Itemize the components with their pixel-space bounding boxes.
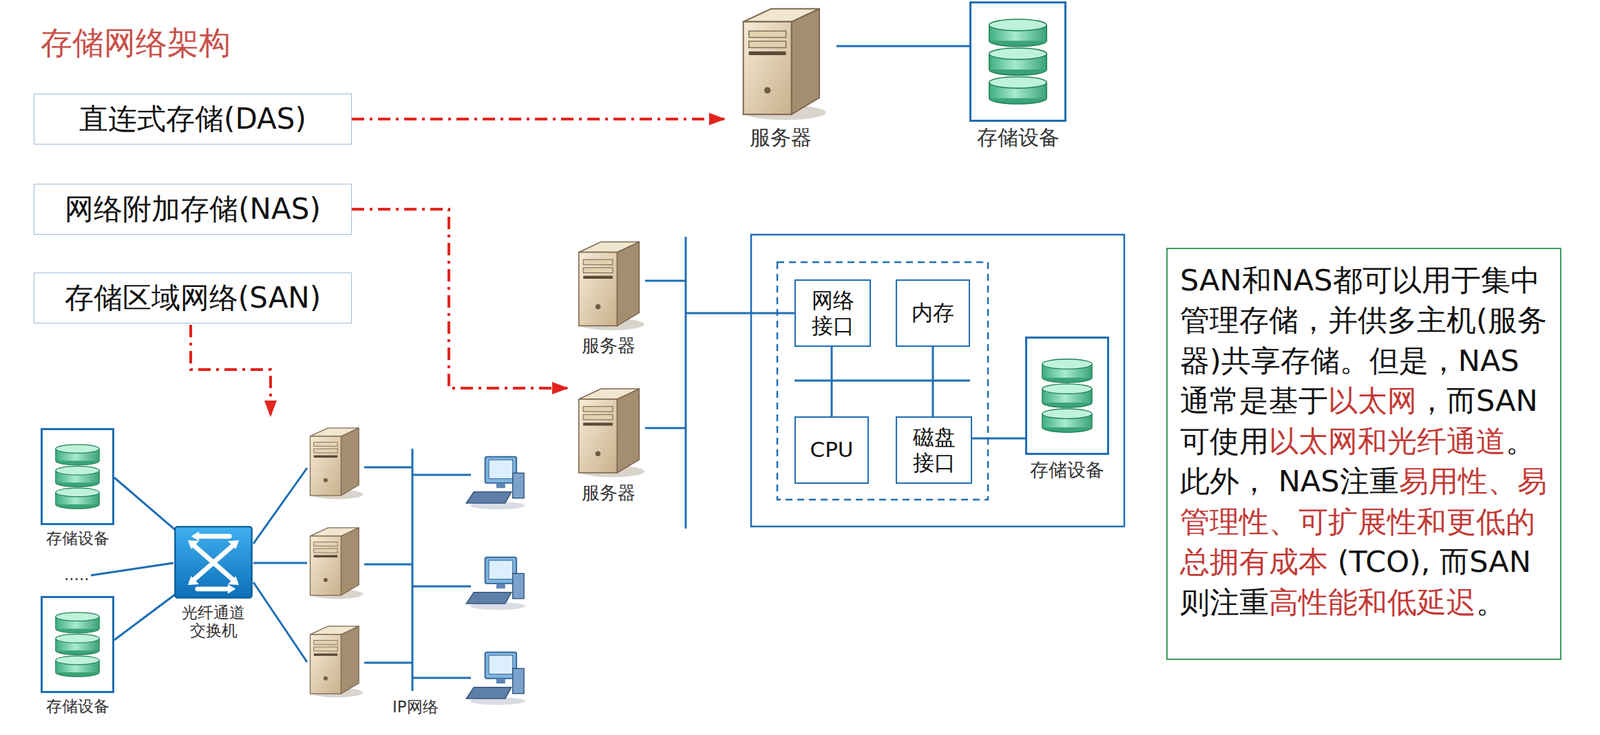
storage-device: 存储设备 (969, 1, 1067, 151)
storage-device-icon (40, 428, 115, 526)
server: 服务器 (724, 1, 837, 151)
nas-bus (645, 236, 971, 529)
box-label: 内存 (911, 300, 955, 326)
connector-line (114, 592, 178, 641)
server-icon (724, 1, 837, 122)
component-box: 内存 (895, 279, 971, 347)
note-text: 以太网 (1328, 383, 1417, 418)
icon-label: 存储设备 (1025, 455, 1110, 481)
icon-label: 服务器 (571, 479, 646, 504)
storage-device: 存储设备 (40, 428, 115, 548)
component-box: CPU (794, 416, 869, 484)
server-icon (310, 428, 364, 500)
note-text: 高性能和低延迟 (1268, 585, 1477, 620)
box-label: CPU (809, 437, 854, 463)
component-box: 磁盘接口 (895, 416, 973, 484)
note-text: 以太网和光纤通道 (1268, 424, 1506, 459)
icon-label: 存储设备 (969, 121, 1067, 151)
server-icon (571, 382, 646, 480)
connector-line (836, 45, 970, 48)
storage-device-icon (969, 1, 1067, 122)
icon-label: 光纤通道交换机 (177, 599, 250, 641)
storage-device-icon (1025, 336, 1110, 456)
box-label: 直连式存储(DAS) (79, 101, 307, 137)
icon-label: 服务器 (724, 121, 837, 151)
pointer-arrow (351, 209, 568, 389)
box-label: 网络接口 (804, 287, 862, 339)
box-label: 磁盘接口 (905, 424, 963, 476)
disk-stack (55, 444, 100, 509)
note-box: SAN和NAS都可以用于集中管理存储，并供多主机(服务器)共享存储。但是，NAS… (1166, 247, 1562, 661)
client-pc-icon (466, 457, 526, 511)
storage-outline (41, 597, 114, 693)
disk-stack (55, 612, 100, 677)
connector-line (972, 437, 1026, 440)
server-symbol (743, 8, 827, 121)
client-pc-icon (466, 557, 526, 611)
server: 服务器 (571, 236, 646, 357)
san-wires (90, 448, 471, 692)
category-box: 存储区域网络(SAN) (33, 272, 352, 324)
disk-stack (1042, 359, 1092, 434)
storage-device-icon (40, 596, 115, 694)
category-box: 网络附加存储(NAS) (33, 183, 352, 235)
component-box: 网络接口 (794, 279, 871, 347)
client-pc-icon (466, 652, 526, 706)
icon-label: 服务器 (571, 331, 646, 357)
server-icon (310, 528, 364, 599)
pointer-arrow (190, 324, 271, 416)
ellipsis-label: ..... (64, 565, 90, 584)
note-text: 。 (1476, 585, 1506, 620)
nas-controller (777, 262, 988, 500)
box-label: 存储区域网络(SAN) (64, 280, 321, 316)
server-symbol (579, 388, 645, 478)
fc-switch: 光纤通道交换机 (173, 525, 254, 641)
storage-device: 存储设备 (40, 596, 115, 716)
server-symbol (579, 242, 645, 331)
fc-switch-symbol (174, 526, 252, 598)
fc-switch-icon (173, 525, 254, 600)
disk-stack (989, 19, 1047, 104)
server-icon (310, 626, 364, 698)
box-label: 网络附加存储(NAS) (64, 192, 321, 227)
storage-outline (41, 429, 114, 525)
server: 服务器 (571, 382, 646, 504)
storage-device: 存储设备 (1025, 336, 1110, 481)
network-label: IP网络 (392, 696, 439, 719)
pointer-arrow (351, 117, 725, 121)
storage-outline (970, 2, 1066, 122)
icon-label: 存储设备 (40, 693, 115, 716)
connector-line (114, 477, 178, 533)
title: 存储网络架构 (40, 22, 231, 65)
nas-appliance (751, 234, 1125, 527)
category-box: 直连式存储(DAS) (33, 93, 352, 145)
icon-label: 存储设备 (40, 525, 115, 548)
server-icon (571, 236, 646, 332)
storage-outline (1026, 338, 1109, 455)
